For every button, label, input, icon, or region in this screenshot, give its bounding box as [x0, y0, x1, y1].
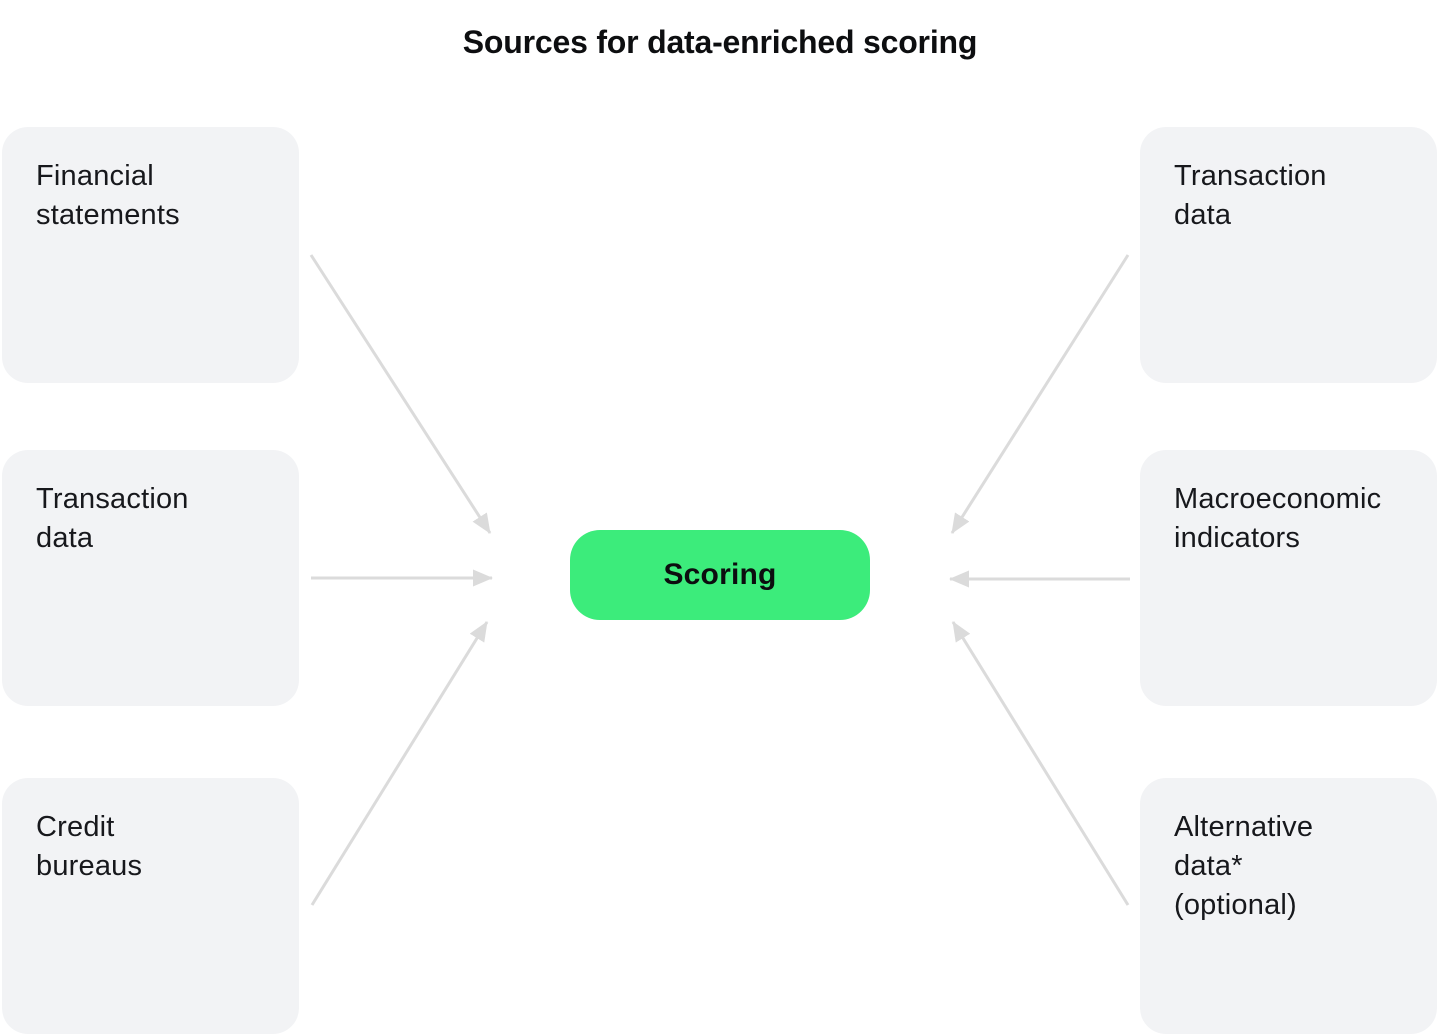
arrow-alternative-data-to-scoring — [951, 621, 1130, 906]
node-credit-bureaus: Credit bureaus — [2, 778, 299, 1034]
node-transaction-data-right: Transaction data — [1140, 127, 1437, 383]
node-label: Macroeconomic indicators — [1174, 483, 1382, 554]
node-transaction-data-left: Transaction data — [2, 450, 299, 706]
node-financial-statements: Financial statements — [2, 127, 299, 383]
node-label: Financial statements — [36, 160, 180, 231]
node-label: Credit bureaus — [36, 811, 143, 882]
arrow-financial-statements-to-scoring — [309, 254, 492, 534]
arrow-transaction-data-right-to-scoring — [950, 254, 1130, 534]
arrow-credit-bureaus-to-scoring — [310, 621, 489, 906]
diagram-title: Sources for data-enriched scoring — [462, 24, 978, 60]
node-macroeconomic-indicators: Macroeconomic indicators — [1140, 450, 1437, 706]
node-alternative-data: Alternative data* (optional) — [1140, 778, 1437, 1034]
node-scoring: Scoring — [570, 530, 870, 620]
node-label: Transaction data — [1174, 160, 1327, 231]
node-label: Transaction data — [36, 483, 189, 554]
scoring-label: Scoring — [663, 558, 777, 591]
node-label: Alternative data* (optional) — [1174, 811, 1314, 921]
